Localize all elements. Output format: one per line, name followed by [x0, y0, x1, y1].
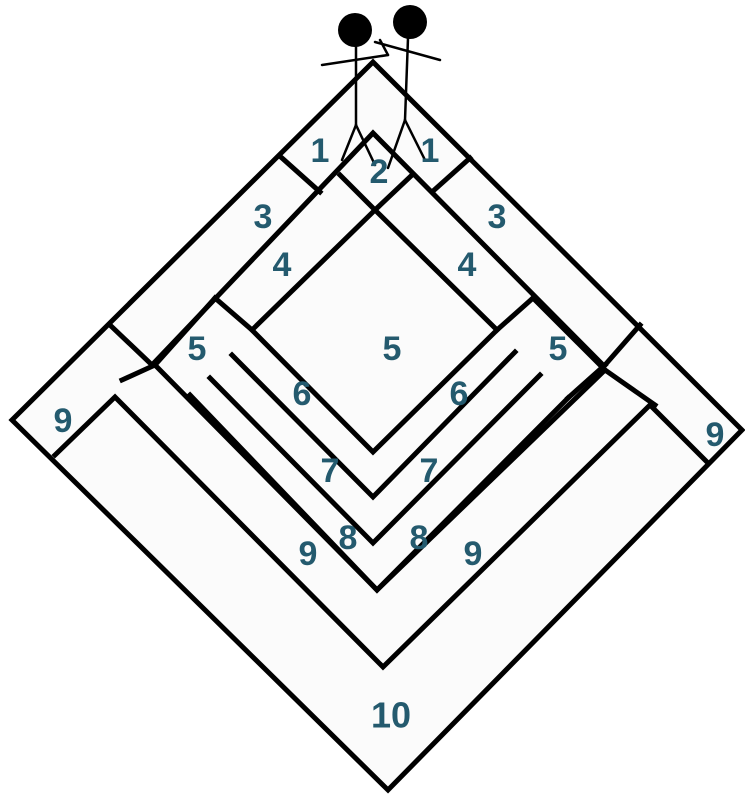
- label-region-5-right: 5: [549, 330, 568, 368]
- label-region-5-left: 5: [188, 330, 207, 368]
- label-region-10: 10: [371, 695, 411, 736]
- label-region-3-right: 3: [488, 198, 507, 236]
- label-region-6-right: 6: [450, 375, 469, 413]
- label-region-7-left: 7: [321, 452, 340, 490]
- label-region-8-right: 8: [410, 519, 429, 557]
- label-region-6-left: 6: [293, 375, 312, 413]
- label-region-4-left: 4: [273, 246, 292, 284]
- label-region-7-right: 7: [420, 452, 439, 490]
- stick-figure-right-head: [393, 5, 427, 39]
- label-region-9-inner-right: 9: [464, 535, 483, 573]
- label-region-8-left: 8: [339, 519, 358, 557]
- label-region-3-left: 3: [254, 198, 273, 236]
- label-region-4-right: 4: [458, 246, 477, 284]
- label-region-1-right: 1: [421, 132, 440, 170]
- label-region-9-far-right: 9: [706, 416, 725, 454]
- label-region-9-far-left: 9: [54, 402, 73, 440]
- label-region-9-inner-left: 9: [299, 535, 318, 573]
- label-region-5-center: 5: [383, 330, 402, 368]
- label-region-2: 2: [370, 153, 389, 191]
- stick-figure-left-head: [338, 13, 372, 47]
- label-region-1-left: 1: [311, 132, 330, 170]
